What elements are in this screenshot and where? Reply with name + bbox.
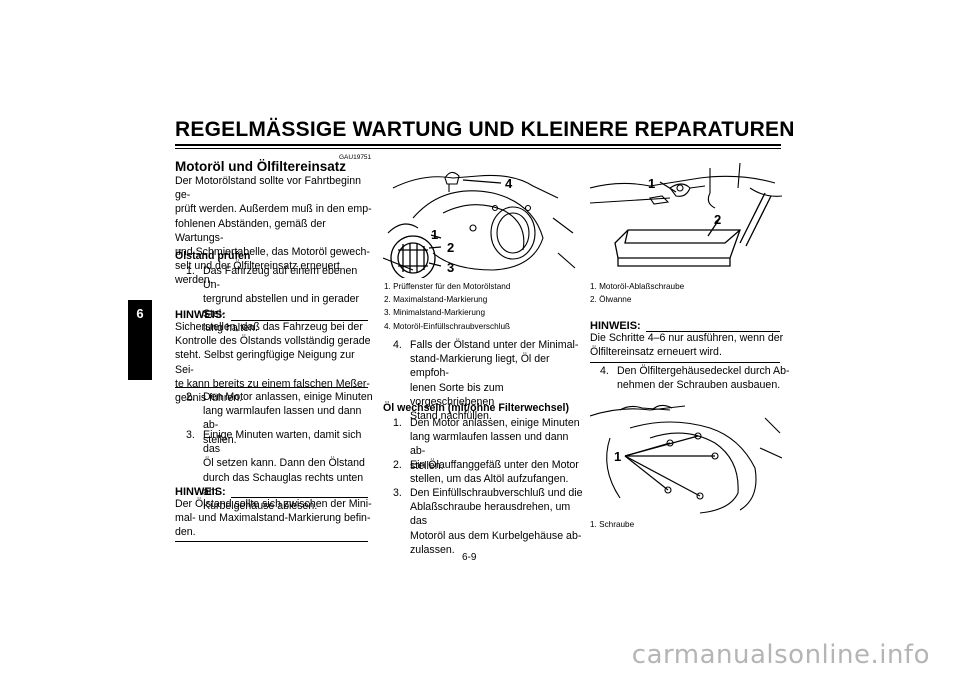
step-1: 1. Das Fahrzeug auf einem ebenen Un- ter… (186, 265, 360, 334)
subheading-oil-change: Öl wechseln (mit/ohne Filterwechsel) (383, 402, 570, 414)
section-code: GAU19751 (339, 154, 372, 161)
figure-callout-1: 1 (648, 176, 655, 191)
page-number: 6-9 (462, 552, 477, 563)
oil-change-step-3: 3. Den Einfüllschraubverschluß und die A… (393, 487, 583, 556)
step-3: 3. Einige Minuten warten, damit sich das… (186, 429, 365, 513)
hinweis-label-3: HINWEIS: (590, 320, 641, 332)
hinweis-text-2: Der Ölstand sollte sich zwischen der Min… (175, 498, 372, 539)
step-4: 4. Falls der Ölstand unter der Minimal- … (393, 339, 579, 423)
header-rule-thin (175, 148, 781, 149)
oil-change-step-1: 1. Den Motor anlassen, einige Minuten la… (393, 417, 580, 472)
hinweis-rule (231, 320, 368, 321)
hinweis-text-3: Die Schritte 4–6 nur ausführen, wenn der… (590, 332, 784, 359)
hinweis-label-1: HINWEIS: (175, 309, 226, 321)
section-title: Motoröl und Ölfiltereinsatz (175, 159, 346, 174)
step-2: 2. Den Motor anlassen, einige Minuten la… (186, 391, 373, 446)
figure-filter-cover-screws: 1 (590, 404, 782, 514)
intro-paragraph: Der Motorölstand sollte vor Fahrtbeginn … (175, 175, 372, 287)
header-rule (175, 144, 781, 146)
figure-captions: 1. Prüffenster für den Motorölstand 2. M… (384, 282, 511, 331)
hinweis-end-rule (175, 541, 368, 542)
chapter-tab: 6 (128, 300, 152, 380)
figure-callout-3: 3 (447, 260, 454, 275)
figure-callout-4: 4 (505, 176, 513, 191)
hinweis-rule (646, 331, 780, 332)
hinweis-text-1: Sicherstellen, daß das Fahrzeug bei der … (175, 321, 371, 405)
figure-callout-2: 2 (447, 240, 454, 255)
figure-captions-drain: 1. Motoröl-Ablaßschraube 2. Ölwanne (590, 282, 685, 305)
oil-change-step-2: 2. Ein Ölauffanggefäß unter den Motor st… (393, 459, 579, 486)
figure-callout-1: 1 (431, 227, 438, 242)
page-header-title: REGELMÄSSIGE WARTUNG UND KLEINERE REPARA… (175, 118, 795, 141)
hinweis-end-rule (175, 387, 368, 388)
watermark: carmanualsonline.info (631, 640, 930, 670)
hinweis-rule (231, 497, 368, 498)
figure-callout-2: 2 (714, 212, 721, 227)
filter-step-4: 4. Den Ölfiltergehäusedeckel durch Ab- n… (600, 365, 790, 392)
hinweis-label-2: HINWEIS: (175, 486, 226, 498)
subheading-oil-check: Ölstand prüfen (175, 250, 251, 262)
figure-drain-bolt: 1 2 (590, 162, 782, 267)
hinweis-end-rule (590, 362, 780, 363)
figure-captions-screws: 1. Schraube (590, 520, 635, 529)
figure-oil-level-window: 1 2 3 4 (383, 171, 576, 278)
figure-callout-1: 1 (614, 449, 621, 464)
